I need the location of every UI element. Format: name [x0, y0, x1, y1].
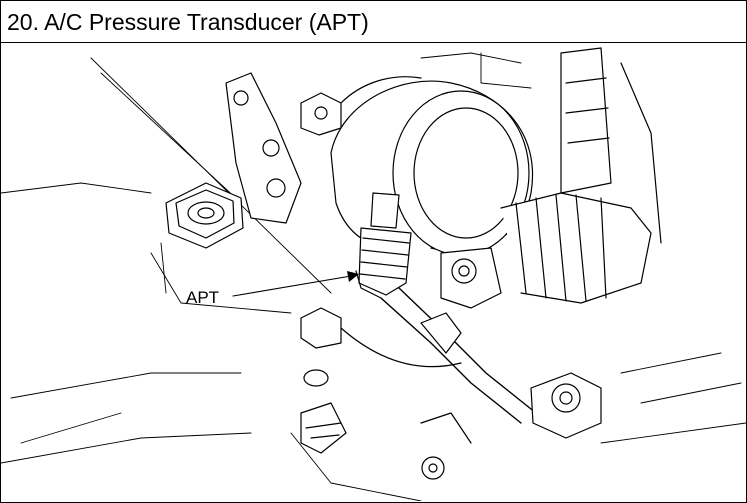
page-title: 20. A/C Pressure Transducer (APT)	[7, 9, 369, 35]
engine-bay-line-drawing	[1, 47, 746, 501]
header-bar: 20. A/C Pressure Transducer (APT)	[1, 1, 746, 43]
mounting-bracket	[225, 72, 342, 224]
bolt-center-right	[440, 247, 502, 309]
cylindrical-housing	[330, 76, 534, 256]
ac-pipe	[300, 287, 537, 424]
pressure-transducer-apt	[355, 192, 412, 299]
callout-label-apt: APT	[186, 288, 220, 307]
corrugated-hose	[500, 47, 662, 304]
hex-nut-left	[165, 182, 244, 249]
callout-leader	[232, 271, 359, 297]
lower-left-fittings	[300, 369, 472, 480]
bolt-lower-right	[530, 372, 602, 439]
background-frame-lines	[1, 52, 746, 501]
